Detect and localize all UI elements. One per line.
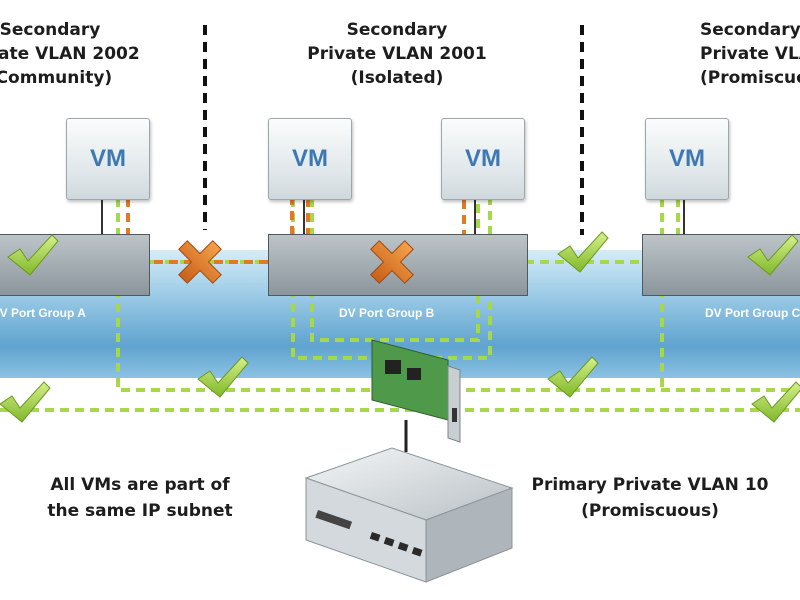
vm-promiscuous-label: VM: [669, 145, 705, 172]
check-icon: [197, 356, 249, 398]
check-icon: [747, 234, 799, 276]
port-group-a-label: DV Port Group A: [0, 306, 86, 320]
port-group-b: DV Port Group B: [268, 234, 528, 320]
port-group-b-label: DV Port Group B: [339, 306, 435, 320]
blocked-x-icon: [370, 240, 414, 284]
vm-isolated-2-label: VM: [465, 145, 501, 172]
check-icon: [557, 231, 609, 273]
check-icon: [547, 356, 599, 398]
vm-isolated-2: VM: [441, 118, 525, 200]
vm-promiscuous: VM: [645, 118, 729, 200]
port-group-c-label: DV Port Group C: [705, 306, 800, 320]
blocked-paths: [126, 198, 466, 264]
vm-isolated-1-label: VM: [292, 145, 328, 172]
vm-community: VM: [66, 118, 150, 200]
blocked-x-icon: [178, 240, 222, 284]
port-group-c: DV Port Group C: [642, 234, 800, 320]
vm-uplink-stubs: [101, 198, 685, 234]
check-icon: [0, 381, 51, 423]
check-icon: [7, 234, 59, 276]
primary-vlan-label: Primary Private VLAN 10(Promiscuous): [531, 475, 769, 521]
nic-card-icon: [371, 339, 461, 452]
physical-switch-icon: [304, 447, 514, 583]
vm-community-label: VM: [90, 145, 126, 172]
check-icon: [751, 381, 800, 423]
vm-isolated-1: VM: [268, 118, 352, 200]
